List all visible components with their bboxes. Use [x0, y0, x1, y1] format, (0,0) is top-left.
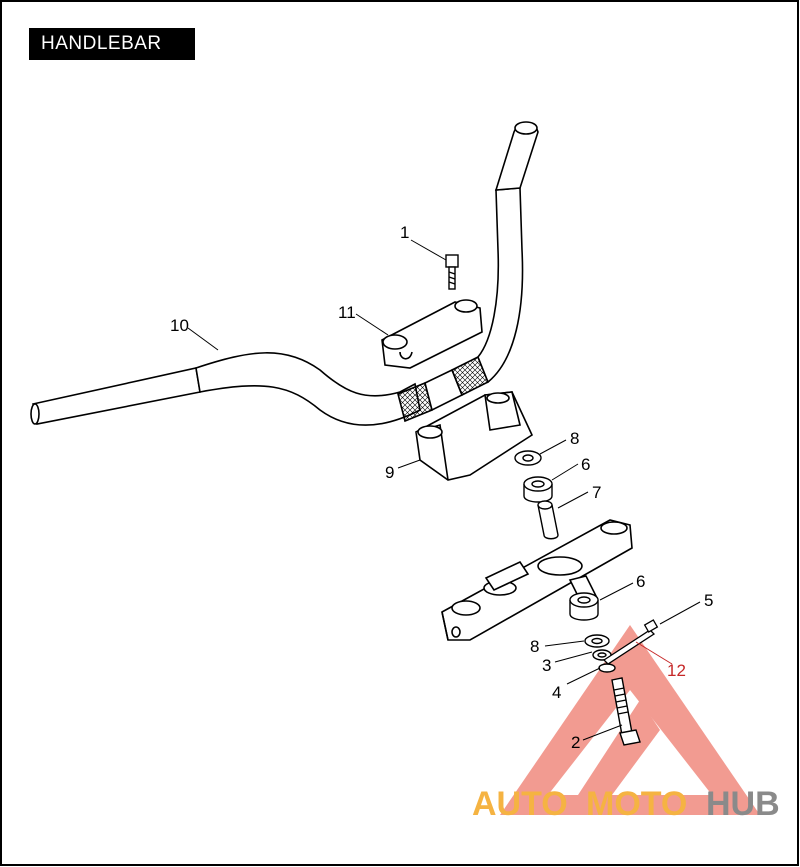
washer-part-8-lower	[584, 634, 610, 648]
sleeve-part-7	[537, 500, 559, 540]
washer-part-3	[592, 649, 612, 661]
pin-part-5	[602, 619, 659, 665]
callout-4: 4	[552, 683, 561, 702]
fork-top-clamp-part	[441, 519, 633, 641]
washer-part-4	[598, 663, 616, 673]
bolt-part-2	[611, 677, 641, 746]
screw-part-1	[445, 254, 459, 290]
watermark-text-moto: MOTO	[586, 785, 687, 823]
riser-block-part	[415, 391, 534, 481]
bushing-part-6-upper	[523, 476, 553, 503]
callout-10: 10	[170, 316, 189, 335]
callout-1: 1	[400, 223, 409, 242]
watermark-text-hub: HUB	[706, 785, 780, 823]
callout-12: 12	[667, 661, 686, 680]
callout-6-upper: 6	[581, 455, 590, 474]
upper-clamp-part	[381, 299, 483, 369]
leader-lines	[187, 239, 701, 741]
callout-8-lower: 8	[530, 637, 539, 656]
page-title: HANDLEBAR	[29, 28, 195, 60]
washer-part-8-upper	[514, 450, 542, 466]
handlebar-part	[30, 121, 539, 426]
callout-6-lower: 6	[636, 572, 645, 591]
callout-9: 9	[385, 463, 394, 482]
callout-11: 11	[338, 303, 356, 322]
callout-3: 3	[542, 656, 551, 675]
callout-5: 5	[704, 591, 713, 610]
watermark-logo-text: AUTO MOTO HUB	[472, 785, 780, 823]
callout-7: 7	[592, 483, 601, 502]
callout-2: 2	[571, 733, 580, 752]
callout-8-upper: 8	[570, 429, 579, 448]
bushing-part-6-lower	[569, 592, 599, 621]
watermark-text-auto: AUTO	[472, 785, 568, 823]
